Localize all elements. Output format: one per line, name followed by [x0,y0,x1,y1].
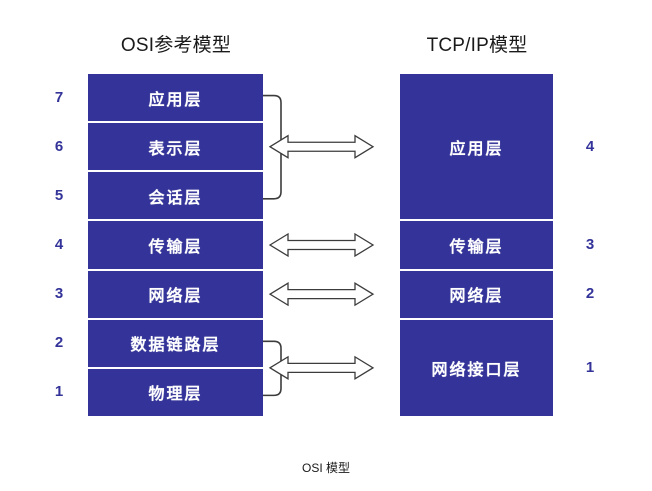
osi-layer-label: 应用层 [148,89,203,109]
osi-layer-6: 表示层 [87,122,264,172]
network-interface-group-arrow [268,355,375,381]
osi-layer-number-5: 5 [54,186,64,204]
network-interface-group-bracket [263,340,282,397]
tcpip-model-title: TCP/IP模型 [426,35,528,56]
osi-layer-4: 传输层 [87,220,264,270]
tcpip-layer-number-1: 1 [585,358,595,376]
tcpip-layer-4: 应用层 [399,73,554,221]
tcpip-layer-label: 网络层 [449,286,504,306]
osi-layer-number-4: 4 [54,236,64,253]
tcpip-layer-3: 传输层 [399,220,554,270]
application-group-bracket [263,94,282,200]
osi-layer-label: 物理层 [148,384,203,404]
tcpip-layer-number-2: 2 [585,285,595,303]
osi-layer-7: 应用层 [87,73,264,123]
osi-layer-number-2: 2 [54,334,64,352]
osi-layer-stack: 应用层表示层会话层传输层网络层数据链路层物理层 [87,73,264,417]
application-group-arrow [268,134,375,159]
osi-layer-3: 网络层 [87,269,264,319]
tcpip-layer-1: 网络接口层 [399,318,554,417]
tcpip-layer-number-3: 3 [585,236,595,253]
tcpip-layer-label: 应用层 [449,138,504,158]
osi-layer-label: 传输层 [148,236,203,256]
diagram-caption: OSI 模型 [301,461,350,475]
osi-layer-1: 物理层 [87,367,264,417]
tcpip-layer-label: 网络接口层 [431,359,522,379]
transport-arrow [268,232,375,258]
osi-layer-label: 表示层 [148,138,203,158]
network-arrow [268,281,375,307]
osi-layer-number-7: 7 [54,88,64,106]
tcpip-layer-stack: 应用层传输层网络层网络接口层 [399,73,554,417]
osi-layer-number-3: 3 [54,285,64,303]
osi-model-title: OSI参考模型 [120,35,232,56]
tcpip-layer-number-4: 4 [585,137,595,155]
osi-layer-label: 网络层 [148,286,203,306]
osi-layer-number-1: 1 [54,383,64,401]
osi-layer-5: 会话层 [87,171,264,221]
tcpip-layer-2: 网络层 [399,269,554,319]
osi-layer-2: 数据链路层 [87,318,264,368]
osi-layer-label: 数据链路层 [130,335,221,355]
tcpip-layer-label: 传输层 [449,236,504,256]
osi-layer-number-6: 6 [54,137,64,155]
osi-layer-label: 会话层 [148,187,203,207]
